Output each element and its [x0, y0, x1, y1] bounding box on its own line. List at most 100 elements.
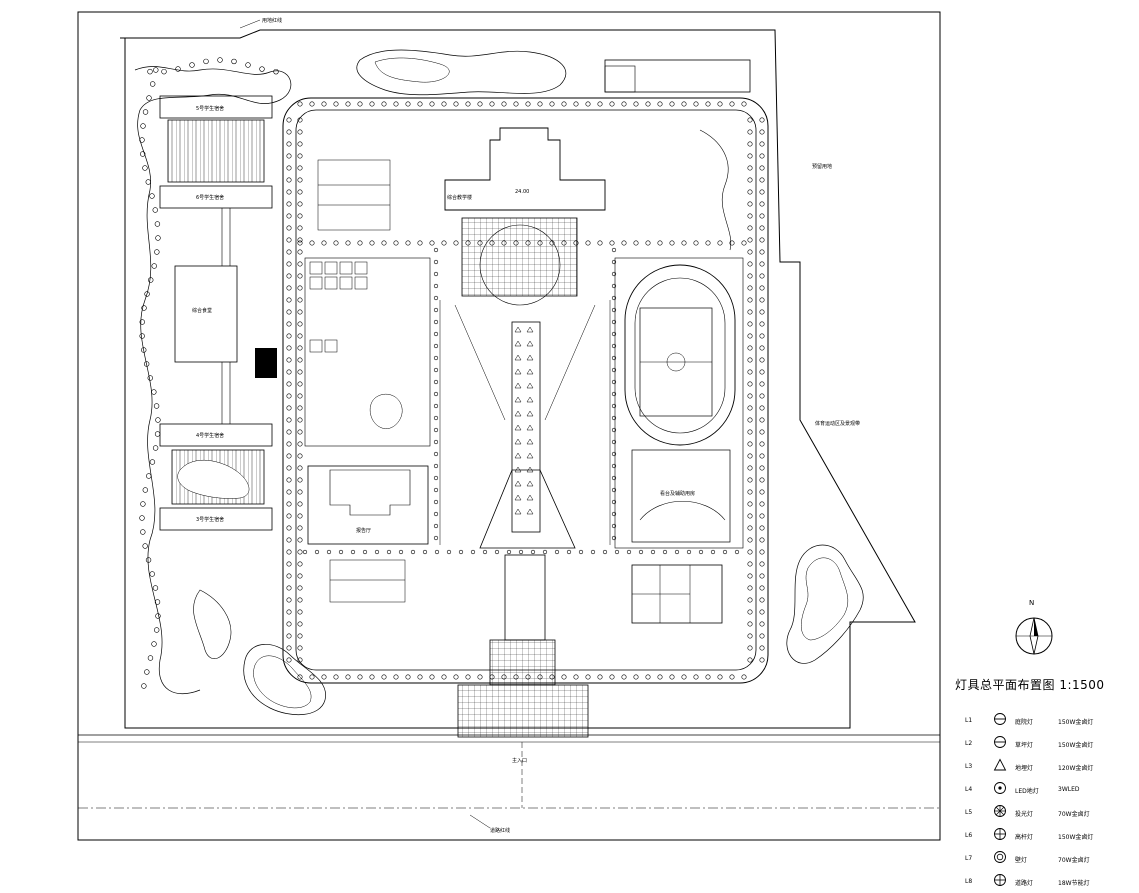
legend-name: 壁灯	[1015, 857, 1028, 864]
lamp-icon	[357, 674, 363, 680]
lamp-icon	[621, 240, 627, 246]
lamp-icon	[626, 549, 632, 555]
lamp-icon	[669, 240, 675, 246]
lamp-icon	[759, 141, 765, 147]
lamp-icon	[747, 453, 753, 459]
lamp-icon	[144, 291, 150, 297]
lamp-icon	[297, 621, 303, 627]
lamp-icon	[139, 515, 145, 521]
lamp-icon	[549, 674, 555, 680]
lamp-icon	[759, 525, 765, 531]
legend-code: L1	[965, 717, 973, 724]
lamp-icon	[297, 525, 303, 531]
lamp-icon	[747, 393, 753, 399]
lamp-icon	[381, 101, 387, 107]
lamp-icon	[611, 307, 617, 313]
lamp-icon	[611, 403, 617, 409]
triangle-lamp-icon	[526, 452, 534, 459]
lamp-icon	[326, 549, 332, 555]
lamp-icon	[297, 501, 303, 507]
lamp-icon	[286, 405, 292, 411]
east-note: 预留用地	[812, 163, 832, 170]
lamp-icon	[381, 674, 387, 680]
lamp-icon	[297, 177, 303, 183]
lamp-icon	[759, 633, 765, 639]
lamp-icon	[148, 277, 154, 283]
lamp-icon	[621, 101, 627, 107]
running-track	[624, 264, 736, 446]
lamp-icon	[142, 487, 149, 493]
lamp-icon	[140, 123, 146, 129]
lamp-icon	[286, 645, 292, 651]
lamp-icon	[747, 201, 753, 207]
lamp-icon	[362, 549, 368, 555]
lamp-icon	[729, 101, 735, 107]
lamp-icon	[433, 463, 439, 469]
lamp-icon	[747, 213, 753, 219]
lamp-icon	[759, 357, 765, 363]
site-boundary	[120, 29, 916, 729]
lamp-icon	[561, 101, 567, 107]
triangle-lamp-icon	[514, 340, 522, 347]
lamp-icon	[297, 273, 303, 279]
dorm-6-block	[159, 185, 273, 209]
lamp-icon	[441, 101, 447, 107]
lamp-icon	[297, 477, 303, 483]
lamp-icon	[759, 249, 765, 255]
lamp-icon	[297, 357, 303, 363]
triangle-lamp-icon	[526, 326, 534, 333]
legend-spec: 150W金卤灯	[1058, 719, 1094, 726]
legend-spec: 150W金卤灯	[1058, 742, 1094, 749]
lamp-icon	[705, 674, 711, 680]
lamp-icon	[153, 67, 159, 73]
main-building-elevation: 24.00	[515, 189, 529, 195]
lamp-icon	[153, 627, 160, 633]
lamp-icon	[297, 153, 303, 159]
lamp-icon	[747, 513, 753, 519]
lamp-icon	[433, 367, 439, 373]
lamp-icon	[297, 549, 303, 555]
lamp-icon	[650, 549, 656, 555]
lamp-icon	[477, 674, 483, 680]
lamp-icon	[433, 379, 439, 385]
lamp-icon	[429, 240, 435, 246]
lamp-icon	[333, 674, 339, 680]
lamp-icon	[759, 477, 765, 483]
lamp-icon	[433, 451, 439, 457]
lamp-icon	[297, 129, 303, 135]
lamp-icon	[405, 674, 411, 680]
lamp-icon	[286, 273, 292, 279]
lamp-icon	[759, 489, 765, 495]
triangle-lamp-icon	[514, 466, 522, 473]
lamp-icon	[759, 165, 765, 171]
lamp-icon	[759, 441, 765, 447]
lamp-icon	[154, 431, 161, 437]
lamp-icon	[611, 499, 617, 505]
lamp-icon	[501, 240, 507, 246]
lamp-icon	[759, 189, 765, 195]
lamp-icon	[297, 513, 303, 519]
lamp-icon	[297, 101, 303, 107]
lamp-icon	[286, 453, 292, 459]
lamp-icon	[161, 68, 167, 75]
lamp-icon	[405, 240, 411, 246]
lamp-icon	[609, 240, 615, 246]
lamp-icon	[302, 549, 308, 555]
lamp-icon	[189, 62, 195, 68]
triangle-lamp-icon	[526, 466, 534, 473]
lamp-icon	[554, 549, 560, 555]
lamp-icon	[747, 501, 753, 507]
lamp-icon	[729, 240, 735, 246]
lamp-icon	[759, 381, 765, 387]
triangle-lamp-icon	[514, 494, 522, 501]
landscape-path-east	[699, 129, 732, 251]
track-zone	[614, 257, 744, 549]
lamp-icon	[297, 345, 303, 351]
lamp-icon	[433, 523, 439, 529]
lamp-icon	[759, 225, 765, 231]
lamp-icon	[759, 333, 765, 339]
legend-code: L7	[965, 855, 973, 862]
lamp-icon	[147, 655, 154, 661]
lamp-icon	[669, 674, 675, 680]
